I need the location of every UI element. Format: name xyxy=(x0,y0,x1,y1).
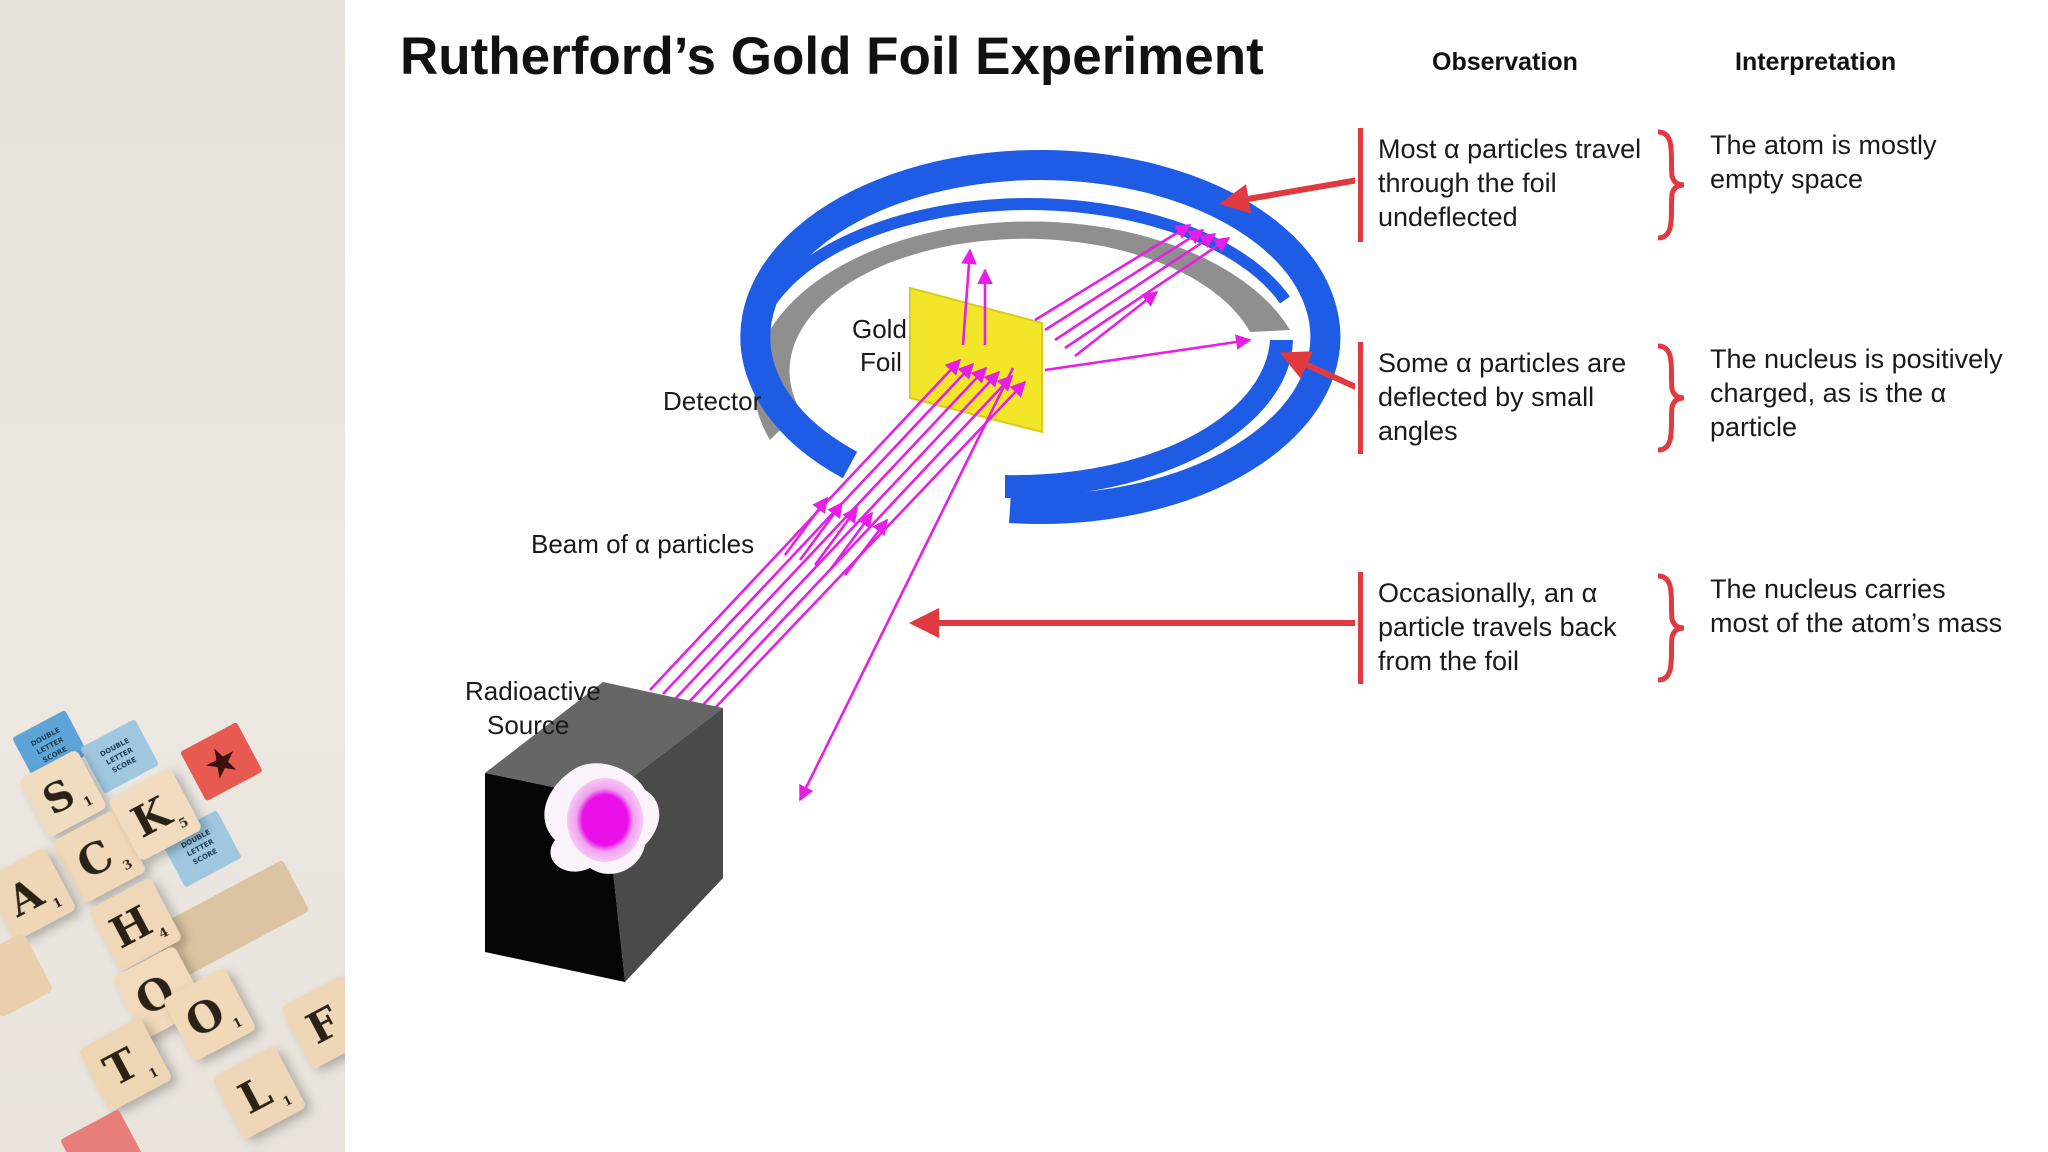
letter-tile-t: T 1 xyxy=(80,1019,171,1110)
slide-title: Rutherford’s Gold Foil Experiment xyxy=(400,27,1264,86)
letter-tile-l: L 1 xyxy=(214,1047,305,1138)
observation-row-3: Occasionally, an α particle travels back… xyxy=(1355,572,2002,732)
observation-text: Occasionally, an α particle travels back… xyxy=(1378,578,1617,676)
score-square-2: DOUBLE LETTER SCORE xyxy=(81,719,159,793)
beam-line xyxy=(783,496,829,556)
beam-line xyxy=(649,358,962,691)
beam-label: Beam of α particles xyxy=(531,529,754,559)
observation-bar xyxy=(1358,342,1363,454)
star-square: ★ xyxy=(181,723,262,801)
observation-bar xyxy=(1358,572,1363,684)
brace-icon xyxy=(1657,343,1685,453)
particle-path xyxy=(1074,290,1159,358)
source-top-face xyxy=(485,682,723,798)
observation-row-1: Most α particles travel through the foil… xyxy=(1355,128,1995,288)
experiment-diagram: Detector Gold Foil Beam of α particles R… xyxy=(465,149,1355,982)
particle-path xyxy=(1034,223,1192,322)
source-side-face xyxy=(605,708,723,982)
letter-tile-h: H 4 xyxy=(90,879,181,970)
interpretation-text: The nucleus is positively charged, as is… xyxy=(1710,344,2003,442)
observation-text: Most α particles travel through the foil… xyxy=(1378,134,1642,232)
beam-line xyxy=(714,380,1027,709)
arrow-small-angle xyxy=(1279,351,1355,390)
beam-line xyxy=(701,374,1014,707)
beam-line xyxy=(828,511,874,571)
beam-line xyxy=(688,370,1001,703)
brace-icon xyxy=(1657,573,1685,683)
gold-foil-label-line1: Gold xyxy=(852,314,907,344)
letter-tile-f: F xyxy=(282,977,345,1068)
observation-row-2: Some α particles are deflected by small … xyxy=(1355,342,2003,502)
particle-path xyxy=(1044,228,1205,332)
source-core xyxy=(567,778,643,862)
observation-header: Observation xyxy=(1432,48,1578,76)
source-label-line1: Radioactive xyxy=(465,676,601,706)
alpha-beam xyxy=(649,358,1027,709)
arrow-undeflected xyxy=(1219,177,1355,214)
interpretation-text: The nucleus carries most of the atom’s m… xyxy=(1710,574,2003,638)
detector-label: Detector xyxy=(663,386,762,416)
letter-tile-k: K 5 xyxy=(110,769,201,860)
interpretation-header: Interpretation xyxy=(1735,48,1897,76)
score-square-bottom xyxy=(61,1110,141,1152)
letter-tile-edge xyxy=(0,933,52,1017)
observation-bar xyxy=(1358,128,1363,242)
source-label-line2: Source xyxy=(487,710,569,740)
particle-path xyxy=(1044,334,1252,372)
observation-text: Some α particles are deflected by small … xyxy=(1378,348,1627,446)
gold-foil-label-line2: Foil xyxy=(860,347,902,377)
radioactive-source xyxy=(485,682,723,982)
beam-line xyxy=(813,506,859,566)
undeflected-particles xyxy=(798,223,1252,802)
tile-rack-bar xyxy=(151,860,309,980)
particle-path xyxy=(961,248,977,346)
beam-line xyxy=(843,518,889,576)
beam-line xyxy=(662,362,975,695)
letter-tile-s: S 1 xyxy=(20,751,106,837)
brace-icon xyxy=(1657,129,1685,241)
backscatter-path xyxy=(798,367,1015,802)
letter-tile-a: A 1 xyxy=(0,849,75,940)
detector-ring-front xyxy=(1005,340,1293,499)
sidebar-photo: DOUBLE LETTER SCORE DOUBLE LETTER SCORE … xyxy=(0,0,345,1152)
scrabble-tiles-illustration: DOUBLE LETTER SCORE DOUBLE LETTER SCORE … xyxy=(0,710,345,1152)
letter-tile-o-2: O 1 xyxy=(164,969,255,1060)
beam-line xyxy=(798,501,844,561)
indicator-arrows xyxy=(909,177,1355,638)
beam-line xyxy=(675,366,988,699)
letter-tile-c: C 3 xyxy=(54,811,145,902)
interpretation-text: The atom is mostly empty space xyxy=(1710,130,1937,194)
particle-path xyxy=(1054,232,1217,342)
